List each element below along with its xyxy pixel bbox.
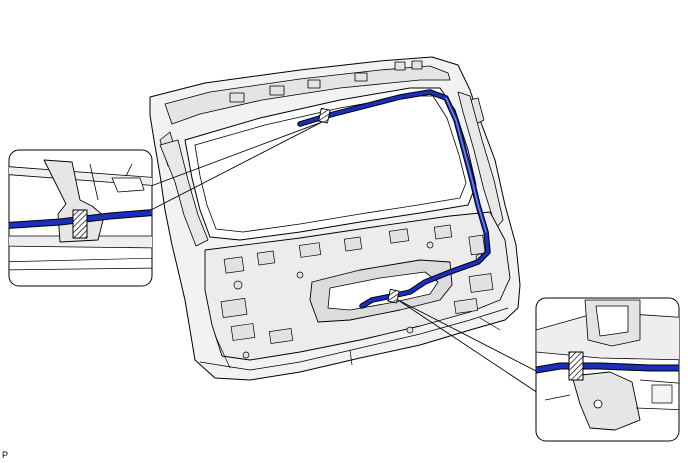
clamp-upper [318, 107, 331, 124]
detail-callout-upper [8, 149, 153, 287]
detail-callout-lower [535, 297, 680, 442]
lower-panel-details [220, 224, 494, 359]
callout-leaders [150, 121, 539, 394]
wire-harness [297, 89, 491, 309]
figure-code: P [2, 450, 9, 460]
clamp-lower [387, 288, 400, 304]
clamp-detail-lower [568, 351, 584, 381]
right-pillar [457, 91, 504, 229]
back-door-panel [149, 56, 521, 381]
bottom-lip [199, 307, 509, 371]
harness-cable-highlight [445, 97, 487, 233]
clamp-detail-upper [72, 209, 88, 239]
window-opening [184, 87, 477, 241]
top-header-details [159, 60, 485, 167]
